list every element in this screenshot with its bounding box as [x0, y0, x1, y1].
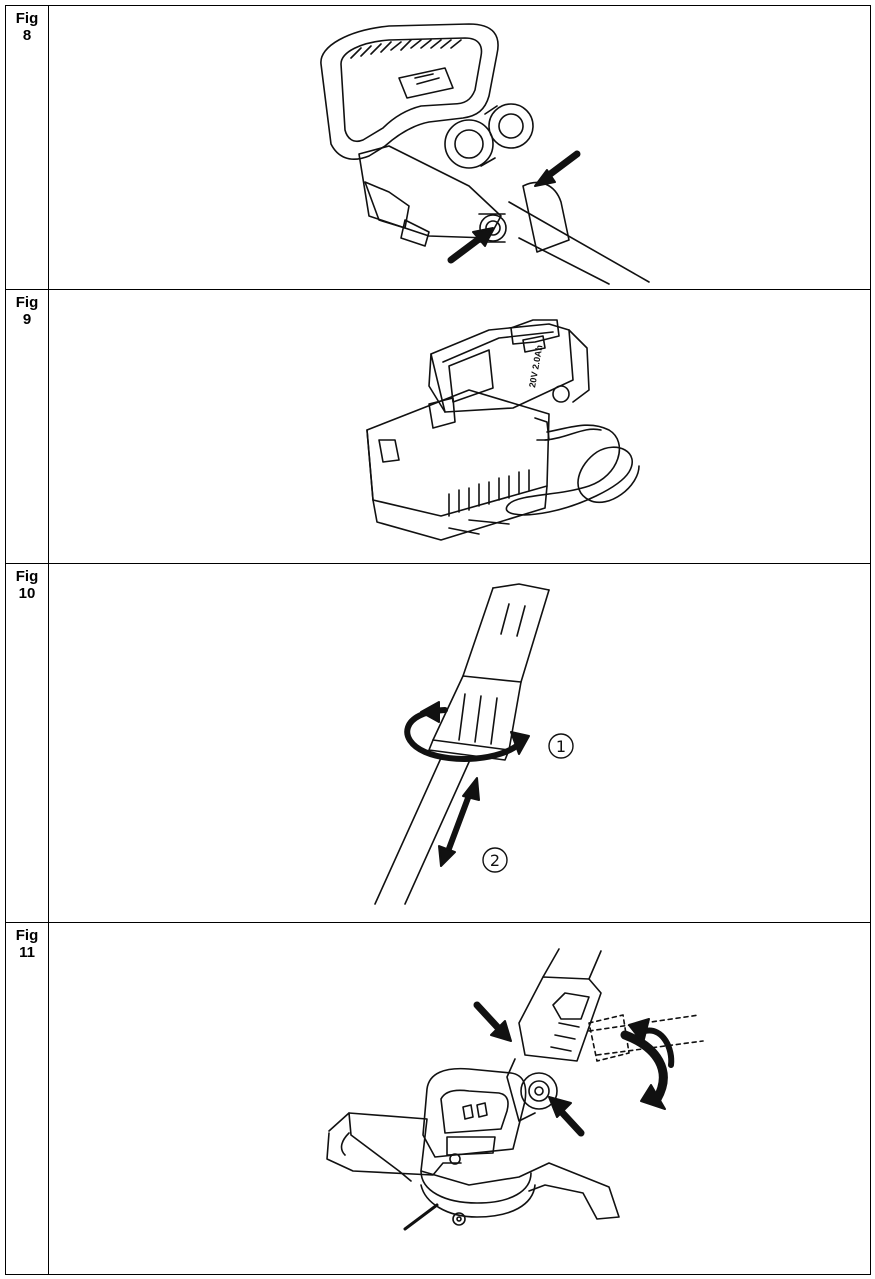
figure-label-prefix: Fig — [15, 927, 39, 944]
head-angle-illustration — [326, 948, 704, 1231]
handle-attachment-illustration — [320, 23, 650, 285]
figure-label-prefix: Fig — [15, 10, 39, 27]
figure-row-10: Fig 10 1 — [5, 563, 871, 923]
figure-label-prefix: Fig — [15, 294, 39, 311]
battery-charger-illustration: 20V 2.0Ah — [366, 319, 640, 541]
figure-table: Fig 8 — [5, 5, 871, 1275]
step-1-marker: 1 — [556, 737, 566, 756]
figure-label-prefix: Fig — [15, 568, 39, 585]
figure-label-number: 8 — [22, 27, 32, 44]
figure-page: Fig 8 — [5, 5, 871, 1275]
figure-label-number: 10 — [18, 585, 36, 602]
figure-label-10: Fig 10 — [5, 563, 49, 923]
figure-row-9: Fig 9 20V 2.0Ah — [5, 289, 871, 564]
figure-row-11: Fig 11 — [5, 922, 871, 1275]
figure-art-9: 20V 2.0Ah — [48, 289, 871, 564]
figure-art-8 — [48, 5, 871, 290]
shaft-adjustment-illustration: 1 2 — [374, 583, 574, 905]
figure-label-number: 9 — [22, 311, 32, 328]
figure-art-11 — [48, 922, 871, 1275]
figure-art-10: 1 2 — [48, 563, 871, 923]
figure-label-number: 11 — [19, 944, 35, 961]
figure-label-9: Fig 9 — [5, 289, 49, 564]
figure-label-11: Fig 11 — [5, 922, 49, 1275]
figure-label-8: Fig 8 — [5, 5, 49, 290]
step-2-marker: 2 — [490, 851, 500, 870]
figure-row-8: Fig 8 — [5, 5, 871, 290]
